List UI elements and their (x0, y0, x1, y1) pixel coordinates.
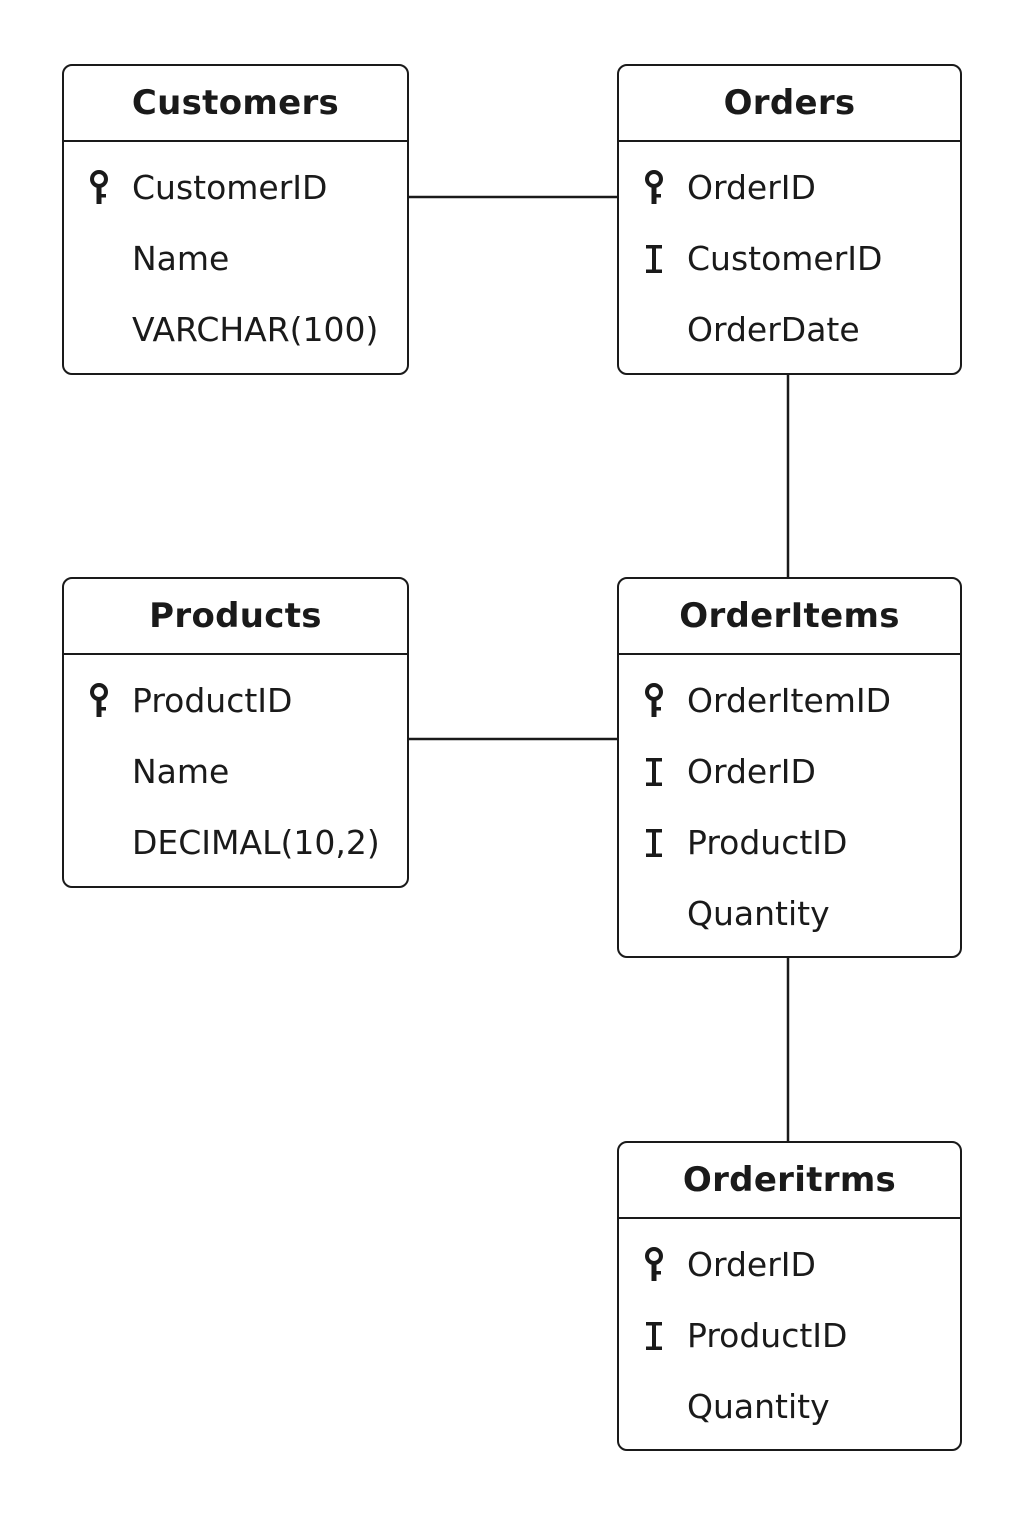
field-name: Quantity (687, 894, 830, 933)
field-row[interactable]: DECIMAL(10,2) (64, 807, 407, 878)
primary-key-icon (86, 682, 112, 719)
field-row[interactable]: OrderID (619, 1229, 960, 1300)
field-name: ProductID (687, 823, 848, 862)
field-name: Name (132, 239, 230, 278)
entity-title: Orders (619, 66, 960, 142)
field-row[interactable]: OrderID (619, 152, 960, 223)
foreign-key-icon (641, 754, 667, 790)
field-row[interactable]: Name (64, 223, 407, 294)
entity-orderitrms[interactable]: Orderitrms OrderID ProductID Quantity (617, 1141, 962, 1451)
entity-orderitems[interactable]: OrderItems OrderItemID OrderID ProductID… (617, 577, 962, 958)
blank-icon-slot (86, 241, 112, 277)
field-row[interactable]: OrderID (619, 736, 960, 807)
field-row[interactable]: OrderItemID (619, 665, 960, 736)
field-row[interactable]: Quantity (619, 1371, 960, 1442)
field-name: Name (132, 752, 230, 791)
field-name: OrderItemID (687, 681, 892, 720)
entity-title: Customers (64, 66, 407, 142)
entity-orders[interactable]: Orders OrderID CustomerID OrderDate (617, 64, 962, 375)
field-row[interactable]: ProductID (619, 807, 960, 878)
field-row[interactable]: ProductID (619, 1300, 960, 1371)
blank-icon-slot (86, 312, 112, 348)
entity-fields: OrderItemID OrderID ProductID Quantity (619, 655, 960, 949)
primary-key-icon (641, 169, 667, 206)
foreign-key-icon (641, 1318, 667, 1354)
field-name: OrderID (687, 1245, 816, 1284)
primary-key-icon (86, 169, 112, 206)
foreign-key-icon (641, 241, 667, 277)
primary-key-icon (641, 682, 667, 719)
blank-icon-slot (641, 312, 667, 348)
entity-fields: CustomerID Name VARCHAR(100) (64, 142, 407, 365)
field-name: ProductID (687, 1316, 848, 1355)
field-name: OrderID (687, 752, 816, 791)
field-name: ProductID (132, 681, 293, 720)
entity-title: OrderItems (619, 579, 960, 655)
blank-icon-slot (86, 825, 112, 861)
blank-icon-slot (641, 896, 667, 932)
entity-fields: OrderID CustomerID OrderDate (619, 142, 960, 365)
field-row[interactable]: ProductID (64, 665, 407, 736)
field-row[interactable]: CustomerID (64, 152, 407, 223)
field-row[interactable]: OrderDate (619, 294, 960, 365)
field-name: VARCHAR(100) (132, 310, 379, 349)
field-row[interactable]: VARCHAR(100) (64, 294, 407, 365)
field-name: DECIMAL(10,2) (132, 823, 380, 862)
blank-icon-slot (641, 1389, 667, 1425)
field-name: Quantity (687, 1387, 830, 1426)
foreign-key-icon (641, 825, 667, 861)
field-name: OrderID (687, 168, 816, 207)
primary-key-icon (641, 1246, 667, 1283)
entity-fields: ProductID Name DECIMAL(10,2) (64, 655, 407, 878)
field-name: CustomerID (132, 168, 328, 207)
field-name: OrderDate (687, 310, 860, 349)
field-row[interactable]: Quantity (619, 878, 960, 949)
entity-products[interactable]: Products ProductID Name DECIMAL(10,2) (62, 577, 409, 888)
field-row[interactable]: CustomerID (619, 223, 960, 294)
blank-icon-slot (86, 754, 112, 790)
entity-title: Orderitrms (619, 1143, 960, 1219)
entity-customers[interactable]: Customers CustomerID Name VARCHAR(100) (62, 64, 409, 375)
entity-fields: OrderID ProductID Quantity (619, 1219, 960, 1442)
entity-title: Products (64, 579, 407, 655)
field-row[interactable]: Name (64, 736, 407, 807)
field-name: CustomerID (687, 239, 883, 278)
